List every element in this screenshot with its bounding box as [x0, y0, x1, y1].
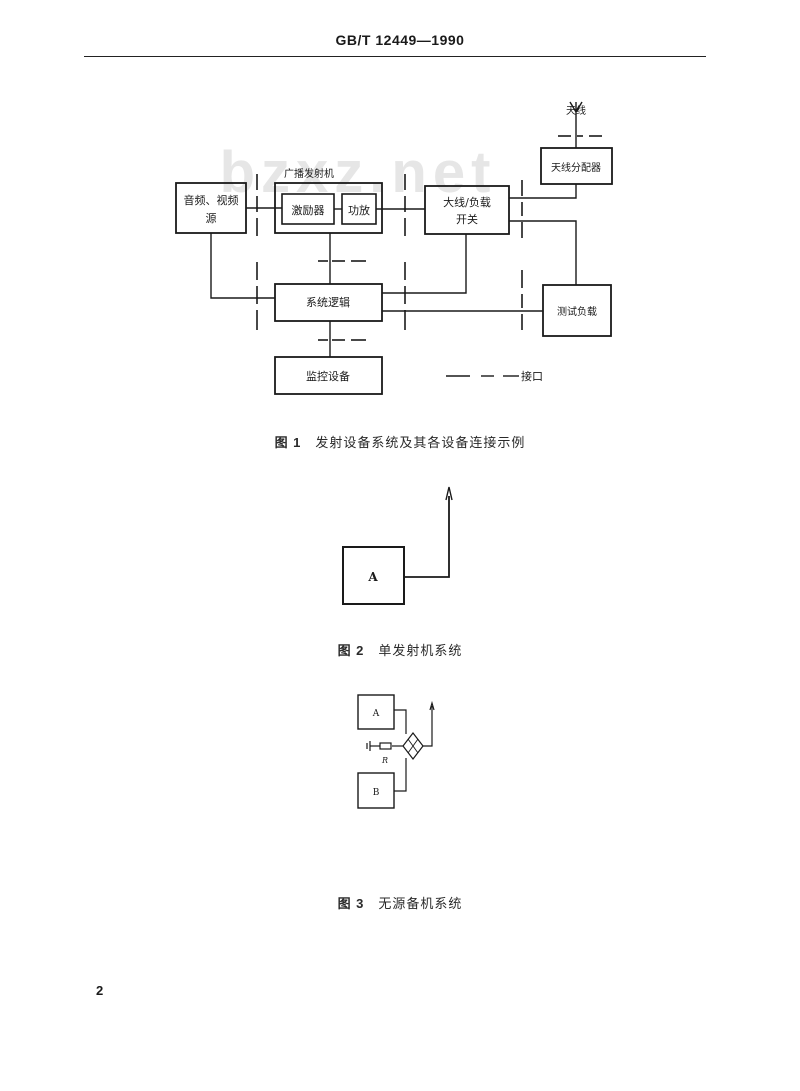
- switch-box: [424, 185, 510, 235]
- source-label-line1: 音频、视频: [184, 193, 239, 207]
- antenna-symbol: [569, 101, 583, 148]
- figure-1-caption-text: 发射设备系统及其各设备连接示例: [315, 436, 526, 451]
- transmitter-a-label: A: [367, 570, 378, 584]
- resistor-r: [379, 742, 392, 750]
- source-label-line2: 源: [206, 211, 217, 225]
- monitor-box: [274, 356, 383, 395]
- b-to-switch-line: [394, 758, 407, 792]
- resistor-label: R: [381, 756, 388, 765]
- switch-label-line1: 大线/负载: [443, 195, 491, 209]
- figure-1-diagram: [175, 101, 613, 395]
- figure-2-caption-text: 单发射机系统: [378, 644, 463, 659]
- legend-label: 接口: [521, 370, 543, 383]
- coax-switch: [402, 732, 424, 760]
- coax-switch-inner: [407, 738, 419, 754]
- antenna-tip: [445, 486, 453, 501]
- a-to-switch-line: [394, 709, 407, 734]
- header-rule: [84, 56, 706, 57]
- switch-to-test-load-line: [509, 220, 577, 285]
- figure-2-caption-label: 图 2: [337, 643, 365, 658]
- figure-3-caption-text: 无源备机系统: [378, 897, 463, 912]
- figure-2-diagram: [342, 486, 453, 605]
- antenna-tip-fig3: [429, 700, 435, 711]
- figure-3-caption: 图 3 无源备机系统: [0, 893, 800, 912]
- transmitter-a-label-fig3: A: [372, 709, 380, 719]
- transmitter-a-box-fig3: [357, 694, 395, 730]
- test-load-label: 测试负载: [557, 305, 597, 318]
- logic-label: 系统逻辑: [306, 295, 350, 309]
- page-number: 2: [96, 983, 104, 998]
- figure-3-diagram: [357, 694, 435, 809]
- splitter-label: 天线分配器: [551, 161, 601, 174]
- antenna-feed-line: [404, 496, 450, 578]
- switch-label-line2: 开关: [456, 212, 478, 226]
- logic-box: [274, 283, 383, 322]
- page-header: GB/T 12449—1990: [335, 32, 465, 48]
- switch-to-splitter-line: [509, 184, 577, 199]
- switch-to-logic-line: [382, 234, 467, 294]
- antenna-label: 天线: [566, 104, 586, 117]
- transmitter-a-box: [342, 546, 405, 605]
- monitor-label: 监控设备: [306, 369, 350, 383]
- source-to-logic-line: [210, 233, 275, 299]
- figure-1-caption-label: 图 1: [274, 435, 302, 450]
- exciter-label: 激励器: [292, 203, 325, 217]
- transmitter-title: 广播发射机: [284, 167, 334, 180]
- figure-1-caption: 图 1 发射设备系统及其各设备连接示例: [0, 432, 800, 451]
- transmitter-b-label-fig3: B: [373, 788, 380, 798]
- switch-to-antenna-line: [423, 706, 433, 747]
- figure-2-caption: 图 2 单发射机系统: [0, 640, 800, 659]
- power-amp-label: 功放: [348, 203, 370, 217]
- figure-3-caption-label: 图 3: [337, 896, 365, 911]
- ground-symbol: [366, 741, 371, 751]
- interface-marks: [256, 135, 602, 341]
